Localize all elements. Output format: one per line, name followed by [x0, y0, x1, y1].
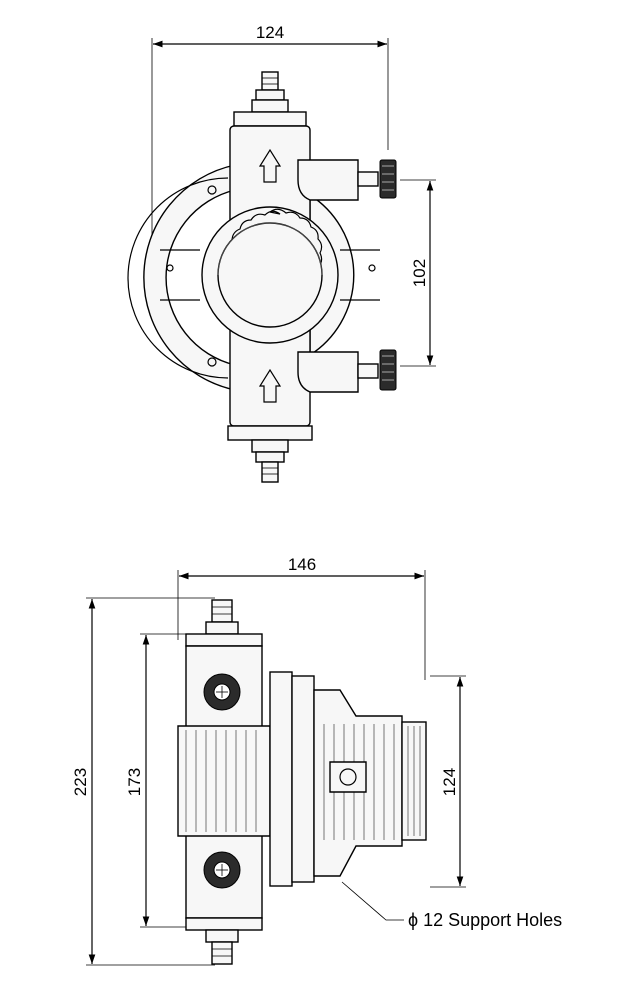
- flow-arrow-up-icon: [258, 368, 282, 403]
- center-scalloped-ring: [201, 206, 339, 344]
- top-outlet-fitting: [227, 425, 313, 483]
- top-right-valve-lower: [297, 349, 397, 393]
- side-port-height-label: 173: [125, 768, 144, 796]
- side-valve-knob-lower: [203, 851, 241, 889]
- support-holes-leader: ϕ 12 Support Holes: [341, 881, 562, 930]
- top-inlet-fitting: [233, 71, 307, 127]
- side-flange-height-label: 124: [440, 768, 459, 796]
- support-lug: [329, 761, 367, 793]
- top-port-spacing-label: 102: [410, 259, 429, 287]
- support-holes-label: ϕ 12 Support Holes: [408, 910, 562, 930]
- mounting-ring: [127, 164, 380, 391]
- side-width-label: 146: [288, 555, 316, 574]
- side-total-height-dimension: 223: [71, 597, 215, 966]
- top-width-dimension: 124: [151, 23, 389, 265]
- side-total-height-label: 223: [71, 768, 90, 796]
- side-view: 146 223 173 124: [71, 555, 562, 966]
- side-flange-plate: [269, 671, 293, 887]
- top-port-spacing-dimension: 102: [400, 179, 436, 367]
- side-flange-height-dimension: 124: [430, 675, 466, 888]
- side-width-dimension: 146: [177, 555, 426, 680]
- side-valve-knob-upper: [203, 673, 241, 711]
- side-ribbed-housing: [177, 725, 271, 837]
- side-port-height-dimension: 173: [125, 633, 190, 928]
- support-hole-icon: [339, 768, 357, 786]
- side-outlet-fitting: [185, 917, 263, 965]
- side-inlet-fitting: [185, 599, 263, 647]
- top-right-valve-upper: [297, 159, 397, 201]
- flow-arrow-up-icon: [258, 148, 282, 183]
- top-view: 124 102: [127, 23, 436, 483]
- top-width-label: 124: [256, 23, 284, 42]
